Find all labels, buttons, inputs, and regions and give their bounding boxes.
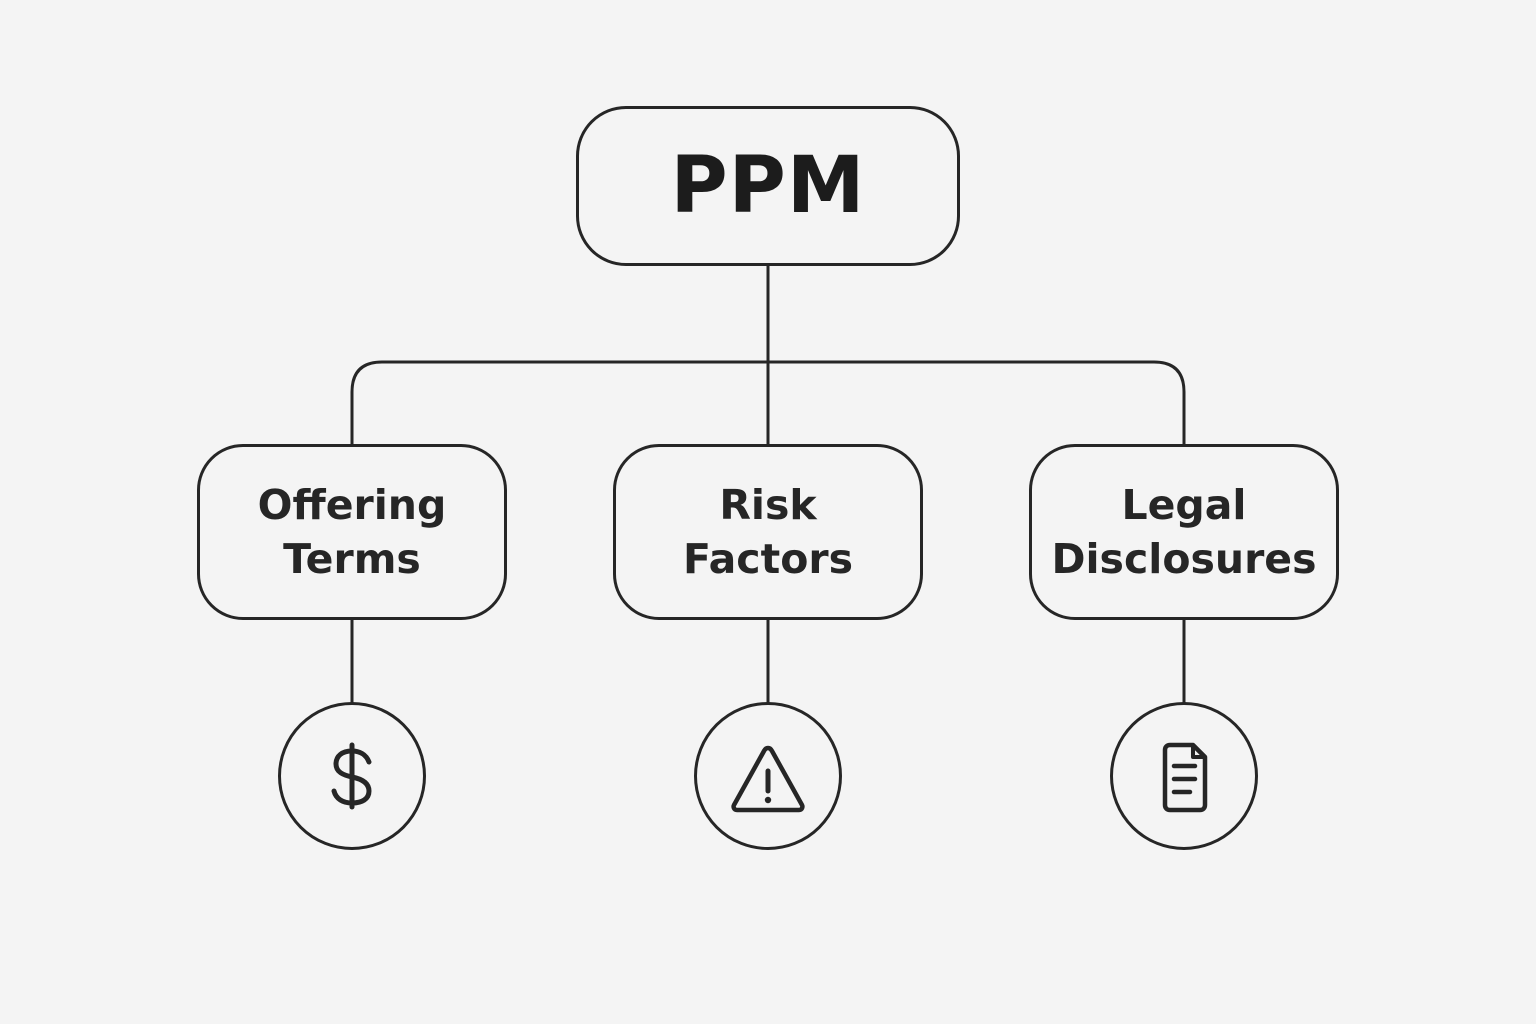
ppm-node: PPM [576,106,960,266]
document-circle [1110,702,1258,850]
offering-terms-label: Offering Terms [258,478,447,586]
offering-terms-label-line-1: Offering [257,481,447,529]
legal-disclosures-label: Legal Disclosures [1051,478,1316,586]
legal-disclosures-label-line-2: Disclosures [1051,535,1317,583]
dollar-sign-icon [331,742,372,810]
legal-disclosures-label-line-1: Legal [1121,481,1247,529]
document-icon [1162,742,1208,813]
dollar-sign-circle [278,702,426,850]
ppm-node-label: PPM [670,141,866,231]
risk-factors-label: Risk Factors [683,478,853,586]
warning-triangle-circle [694,702,842,850]
warning-triangle-icon [731,745,805,813]
horizontal-branch-connector [350,360,1186,446]
risk-factors-label-line-1: Risk [719,481,817,529]
risk-factors-node: Risk Factors [613,444,923,620]
risk-factors-label-line-2: Factors [683,535,853,583]
legal-disclosures-node: Legal Disclosures [1029,444,1339,620]
offering-terms-label-line-2: Terms [283,535,421,583]
offering-terms-node: Offering Terms [197,444,507,620]
